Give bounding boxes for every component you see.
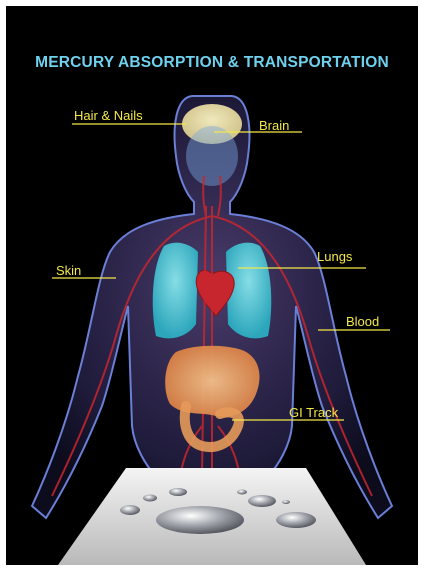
label-hair-nails: Hair & Nails xyxy=(74,108,143,123)
mercury-drop xyxy=(276,512,316,528)
mercury-drop xyxy=(282,500,290,504)
mercury-drop xyxy=(169,488,187,496)
mercury-drop xyxy=(120,505,140,515)
mercury-drop xyxy=(248,495,276,507)
mercury-drop xyxy=(237,490,247,495)
diagram-title: MERCURY ABSORPTION & TRANSPORTATION xyxy=(6,54,418,72)
label-brain: Brain xyxy=(259,118,289,133)
intestines-shape xyxy=(165,346,259,417)
label-skin: Skin xyxy=(56,263,81,278)
label-gi-track: GI Track xyxy=(289,405,338,420)
label-lungs: Lungs xyxy=(317,249,352,264)
body-illustration xyxy=(6,6,418,565)
mercury-drop xyxy=(143,495,157,502)
label-blood: Blood xyxy=(346,314,379,329)
face-shape xyxy=(186,126,238,186)
mercury-puddle-large xyxy=(156,506,244,534)
left-lung xyxy=(153,243,198,339)
infographic-frame: MERCURY ABSORPTION & TRANSPORTATION Hair… xyxy=(6,6,418,565)
